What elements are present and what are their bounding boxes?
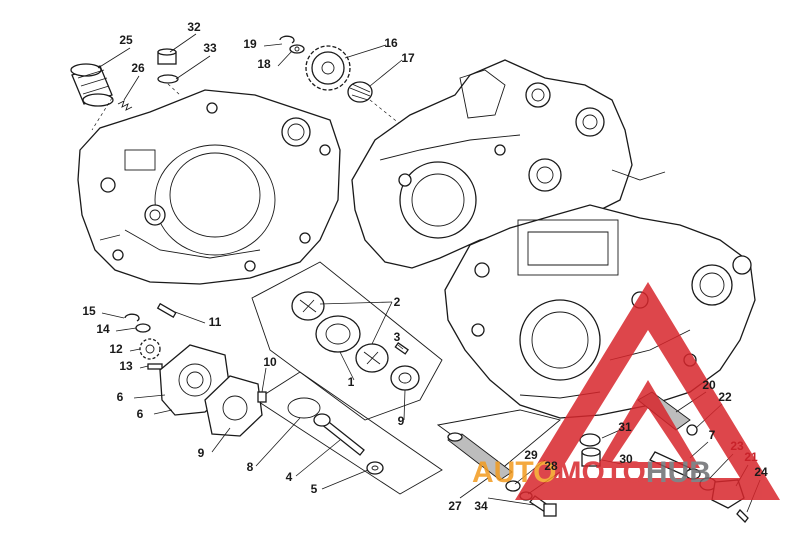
pump-outline [251,261,443,421]
callout-18: 18 [257,57,271,71]
callout-19: 19 [243,37,257,51]
callout-30: 30 [619,452,633,466]
callout-7: 7 [709,428,716,442]
callout-4: 4 [286,470,293,484]
oil-strainer [447,432,513,481]
circlip [279,35,295,44]
callout-10: 10 [263,355,277,369]
watermark-logo: AUTOMOTOHUB [472,282,780,500]
pump-circlip [124,313,140,322]
callout-15: 15 [82,304,96,318]
washer [289,44,305,54]
callout-13: 13 [119,359,133,373]
callout-22: 22 [718,390,732,404]
drain-plug [157,48,179,84]
callout-12: 12 [109,342,123,356]
callout-3: 3 [394,330,401,344]
callout-17: 17 [401,51,415,65]
shaft-washer [366,461,384,475]
strainer-plug [529,495,557,517]
watermark-triangle-icon [515,282,780,500]
callout-29: 29 [524,448,538,462]
plug-washer [579,433,601,447]
drive-gear [305,45,351,91]
watermark-inner-triangle-icon [596,380,700,468]
callout-2: 2 [394,295,401,309]
callout-6: 6 [117,390,124,404]
callout-9: 9 [398,414,405,428]
callout-11: 11 [209,315,222,329]
pump-pin [147,363,163,370]
callout-33: 33 [203,41,217,55]
left-crankcase-cover [77,89,341,285]
callout-1: 1 [348,375,355,389]
callout-20: 20 [702,378,716,392]
callout-8: 8 [247,460,254,474]
callout-34: 34 [474,499,488,513]
shaft-o-ring [287,397,321,419]
valve-screw [736,509,749,523]
strainer-o-ring [505,480,521,492]
pump-gear [139,338,161,360]
callout-24: 24 [754,465,768,479]
filter-o-ring [686,424,698,436]
needle-bearing [347,81,373,103]
oil-filter [70,63,114,107]
callout-32: 32 [187,20,201,34]
callout-26: 26 [131,61,145,75]
callout-14: 14 [96,322,110,336]
watermark-text-auto: AUTOMOTOHUB [472,456,711,489]
pump-shaft [313,413,365,456]
callout-23: 23 [730,439,744,453]
pump-washer [135,323,151,333]
callout-25: 25 [119,33,133,47]
callout-27: 27 [448,499,462,513]
pump-screw [156,302,177,318]
callout-31: 31 [618,420,632,434]
callout-28: 28 [544,459,558,473]
callout-6: 6 [137,407,144,421]
callout-21: 21 [744,450,758,464]
pump-rotors [291,291,420,391]
drain-bolt [581,447,601,467]
leader-lines [97,33,761,513]
pump-cover [204,375,263,437]
callout-16: 16 [384,36,398,50]
callout-9: 9 [198,446,205,460]
filter-spring [117,100,133,111]
callout-5: 5 [311,482,318,496]
pump-dowel [257,391,267,403]
